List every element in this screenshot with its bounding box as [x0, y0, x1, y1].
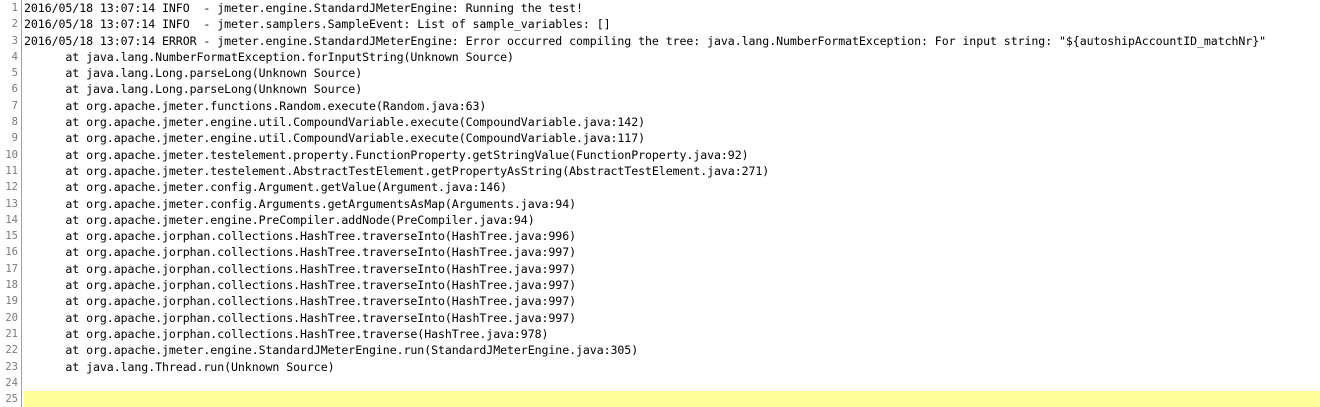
editor-line[interactable]: 12 at org.apache.jmeter.config.Argument.… [0, 179, 1320, 195]
editor-line[interactable]: 10 at org.apache.jmeter.testelement.prop… [0, 147, 1320, 163]
line-number: 2 [11, 18, 18, 31]
editor-line[interactable]: 2 2016/05/18 13:07:14 INFO - jmeter.sampl… [0, 16, 1320, 32]
editor-line[interactable]: 4 at java.lang.NumberFormatException.for… [0, 49, 1320, 65]
editor-line[interactable]: 3 2016/05/18 13:07:14 ERROR - jmeter.engi… [0, 33, 1320, 49]
editor-line[interactable]: 9 at org.apache.jmeter.engine.util.Compo… [0, 130, 1320, 146]
line-text[interactable]: at org.apache.jorphan.collections.HashTr… [24, 229, 577, 244]
line-number: 21 [5, 327, 18, 340]
line-number: 1 [11, 2, 18, 14]
line-number: 22 [5, 344, 18, 357]
editor-line[interactable]: 24 [0, 375, 1320, 391]
line-number: 19 [5, 295, 18, 308]
editor-line[interactable]: 16 at org.apache.jorphan.collections.Has… [0, 244, 1320, 260]
line-text[interactable]: at org.apache.jorphan.collections.HashTr… [24, 245, 577, 260]
line-number: 24 [5, 376, 18, 389]
line-text[interactable]: at org.apache.jmeter.functions.Random.ex… [24, 98, 487, 113]
line-text[interactable]: at org.apache.jmeter.testelement.Abstrac… [24, 163, 770, 178]
line-number: 6 [11, 83, 18, 96]
line-number: 17 [5, 262, 18, 275]
line-text[interactable]: at org.apache.jorphan.collections.HashTr… [24, 294, 577, 309]
editor-line[interactable]: 5 at java.lang.Long.parseLong(Unknown So… [0, 65, 1320, 81]
line-text[interactable]: at org.apache.jmeter.engine.PreCompiler.… [24, 212, 535, 227]
line-text[interactable]: 2016/05/18 13:07:14 INFO - jmeter.engine… [24, 1, 583, 15]
line-number: 12 [5, 181, 18, 194]
line-text[interactable]: at org.apache.jmeter.config.Argument.get… [24, 180, 508, 195]
line-text[interactable]: at org.apache.jorphan.collections.HashTr… [24, 261, 577, 276]
editor-line[interactable]: 17 at org.apache.jorphan.collections.Has… [0, 261, 1320, 277]
line-text[interactable]: at java.lang.NumberFormatException.forIn… [24, 49, 514, 64]
line-number: 5 [11, 67, 18, 80]
line-number: 15 [5, 230, 18, 243]
line-number-gutter [0, 0, 22, 407]
line-text[interactable] [24, 391, 1320, 407]
line-text[interactable]: at org.apache.jmeter.engine.util.Compoun… [24, 115, 646, 130]
line-number: 7 [11, 99, 18, 112]
line-text[interactable]: at java.lang.Thread.run(Unknown Source) [24, 359, 335, 374]
line-text[interactable]: 2016/05/18 13:07:14 ERROR - jmeter.engin… [24, 33, 1267, 48]
editor-line[interactable]: 21 at org.apache.jorphan.collections.Has… [0, 326, 1320, 342]
line-text[interactable]: at java.lang.Long.parseLong(Unknown Sour… [24, 82, 363, 97]
editor-line[interactable]: 15 at org.apache.jorphan.collections.Has… [0, 228, 1320, 244]
line-number: 8 [11, 116, 18, 129]
line-text[interactable] [24, 375, 1320, 391]
editor-line[interactable]: 20 at org.apache.jorphan.collections.Has… [0, 310, 1320, 326]
line-number: 13 [5, 197, 18, 210]
line-text[interactable]: at org.apache.jorphan.collections.HashTr… [24, 326, 549, 341]
line-number: 9 [11, 132, 18, 145]
line-number: 25 [5, 393, 18, 406]
editor-line[interactable]: 14 at org.apache.jmeter.engine.PreCompil… [0, 212, 1320, 228]
editor-line[interactable]: 18 at org.apache.jorphan.collections.Has… [0, 277, 1320, 293]
editor-line[interactable]: 8 at org.apache.jmeter.engine.util.Compo… [0, 114, 1320, 130]
line-text[interactable]: at org.apache.jmeter.engine.StandardJMet… [24, 343, 639, 358]
line-text[interactable]: at org.apache.jmeter.testelement.propert… [24, 147, 749, 162]
line-text[interactable]: at org.apache.jorphan.collections.HashTr… [24, 278, 577, 293]
line-number: 23 [5, 360, 18, 373]
editor-line[interactable]: 6 at java.lang.Long.parseLong(Unknown So… [0, 81, 1320, 97]
editor-line[interactable]: 7 at org.apache.jmeter.functions.Random.… [0, 98, 1320, 114]
line-number: 14 [5, 213, 18, 226]
editor-line[interactable]: 1 2016/05/18 13:07:14 INFO - jmeter.engin… [0, 0, 1320, 16]
line-text[interactable]: at java.lang.Long.parseLong(Unknown Sour… [24, 66, 363, 81]
line-number: 3 [11, 34, 18, 47]
line-text[interactable]: 2016/05/18 13:07:14 INFO - jmeter.sample… [24, 17, 611, 32]
line-number: 10 [5, 148, 18, 161]
editor-line[interactable]: 22 at org.apache.jmeter.engine.StandardJ… [0, 342, 1320, 358]
editor-line[interactable]: 11 at org.apache.jmeter.testelement.Abst… [0, 163, 1320, 179]
line-number: 16 [5, 246, 18, 259]
line-number: 20 [5, 311, 18, 324]
line-text[interactable]: at org.apache.jmeter.engine.util.Compoun… [24, 131, 646, 146]
editor-line[interactable]: 19 at org.apache.jorphan.collections.Has… [0, 293, 1320, 309]
line-number: 18 [5, 279, 18, 292]
editor-line-current[interactable]: 25 [0, 391, 1320, 407]
line-number: 11 [5, 164, 18, 177]
line-text[interactable]: at org.apache.jmeter.config.Arguments.ge… [24, 196, 577, 211]
line-number: 4 [11, 50, 18, 63]
editor-line[interactable]: 23 at java.lang.Thread.run(Unknown Sourc… [0, 359, 1320, 375]
editor-line[interactable]: 13 at org.apache.jmeter.config.Arguments… [0, 196, 1320, 212]
line-text[interactable]: at org.apache.jorphan.collections.HashTr… [24, 310, 577, 325]
